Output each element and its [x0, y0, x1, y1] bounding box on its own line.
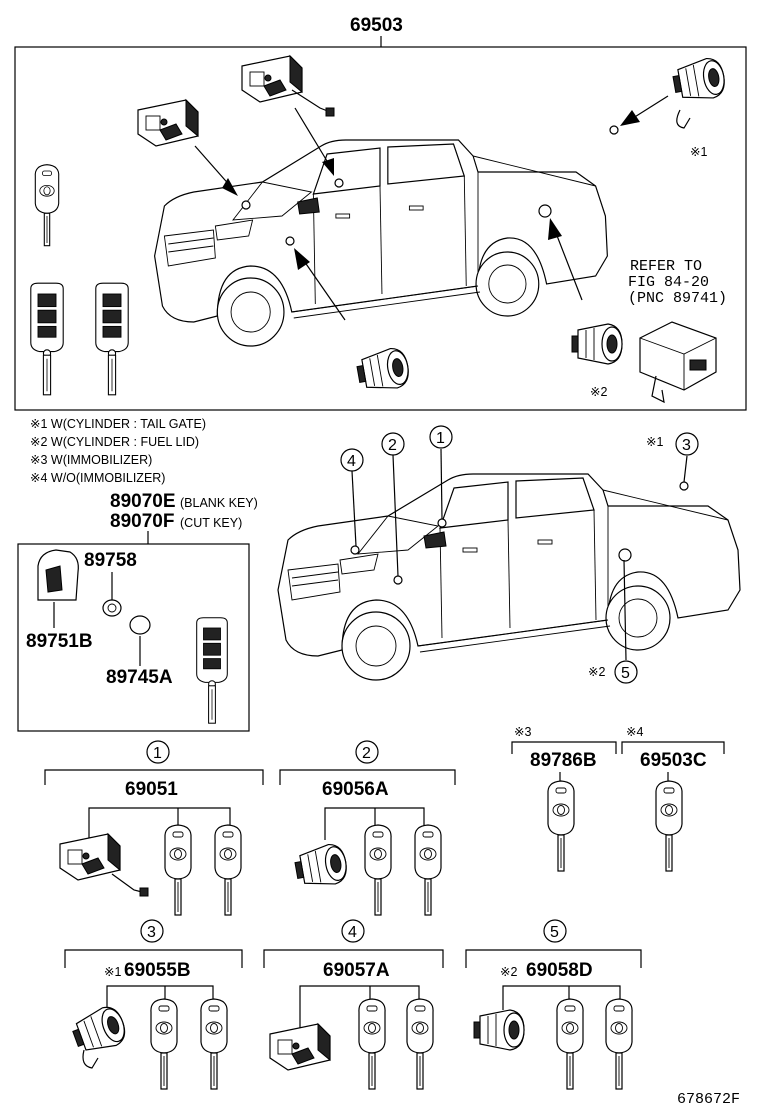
circle-2-mid: 2 [381, 432, 405, 456]
svg-text:1: 1 [153, 745, 162, 762]
set-3: 3 ※1 69055B [64, 919, 243, 1090]
svg-text:3: 3 [147, 924, 156, 941]
key-case-part: 89758 [84, 550, 137, 571]
arrows-top [194, 95, 669, 321]
set-1: 1 69051 [44, 740, 264, 916]
refer-line-1: REFER TO [630, 258, 702, 275]
set-5-part: 69058D [526, 960, 593, 981]
immobilizer-mark: ※3 [514, 725, 531, 739]
set-no-immobilizer: ※4 69503C [621, 725, 725, 872]
svg-text:2: 2 [388, 437, 397, 454]
notes: ※1 W(CYLINDER : TAIL GATE) ※2 W(CYLINDER… [30, 417, 206, 485]
set-4: 4 69057A [263, 919, 444, 1090]
truck-top [154, 139, 608, 347]
top-part-number: 69503 [350, 15, 403, 36]
mark-2-top: ※2 [590, 385, 607, 399]
note-4: ※4 W/O(IMMOBILIZER) [30, 471, 165, 485]
key-cover-part: 89751B [26, 631, 93, 652]
circle-3-mid: 3 [675, 432, 699, 456]
truck-mid [277, 473, 741, 681]
circle-1-mid: 1 [429, 425, 453, 449]
note-3: ※3 W(IMMOBILIZER) [30, 453, 152, 467]
blank-key-note: (BLANK KEY) [180, 496, 258, 510]
svg-text:5: 5 [550, 924, 559, 941]
top-frame [14, 46, 747, 411]
ecu-module [639, 321, 717, 404]
note-1: ※1 W(CYLINDER : TAIL GATE) [30, 417, 206, 431]
cut-key-note: (CUT KEY) [180, 516, 242, 530]
svg-text:4: 4 [348, 924, 357, 941]
footer-code: 678672F [677, 1091, 740, 1108]
set-2-part: 69056A [322, 779, 389, 800]
set-5: 5 ※2 69058D [465, 919, 642, 1090]
circle-5-mid: 5 [614, 660, 638, 684]
set-4-part: 69057A [323, 960, 390, 981]
set-1-part: 69051 [125, 779, 178, 800]
set-2: 2 69056A [279, 740, 456, 916]
svg-text:5: 5 [621, 665, 630, 682]
blank-key-number: 89070E [110, 491, 176, 512]
immobilizer-part: 89786B [530, 750, 597, 771]
circle-4-mid: 4 [340, 448, 364, 472]
refer-line-3: (PNC 89741) [628, 290, 727, 307]
key-frame [17, 543, 250, 732]
svg-text:3: 3 [682, 437, 691, 454]
mark-1-top: ※1 [690, 145, 707, 159]
mark-1-mid: ※1 [646, 435, 663, 449]
note-2: ※2 W(CYLINDER : FUEL LID) [30, 435, 199, 449]
no-immobilizer-part: 69503C [640, 750, 707, 771]
svg-text:1: 1 [436, 430, 445, 447]
refer-line-2: FIG 84-20 [628, 274, 709, 291]
svg-text:2: 2 [362, 745, 371, 762]
set-immobilizer: ※3 89786B [511, 725, 617, 872]
set-3-part: 69055B [124, 960, 191, 981]
svg-text:4: 4 [347, 453, 356, 470]
no-immobilizer-mark: ※4 [626, 725, 643, 739]
set-5-prefix: ※2 [500, 965, 517, 979]
cut-key-number: 89070F [110, 511, 174, 532]
mark-2-mid: ※2 [588, 665, 605, 679]
battery-part: 89745A [106, 667, 173, 688]
set-3-prefix: ※1 [104, 965, 121, 979]
